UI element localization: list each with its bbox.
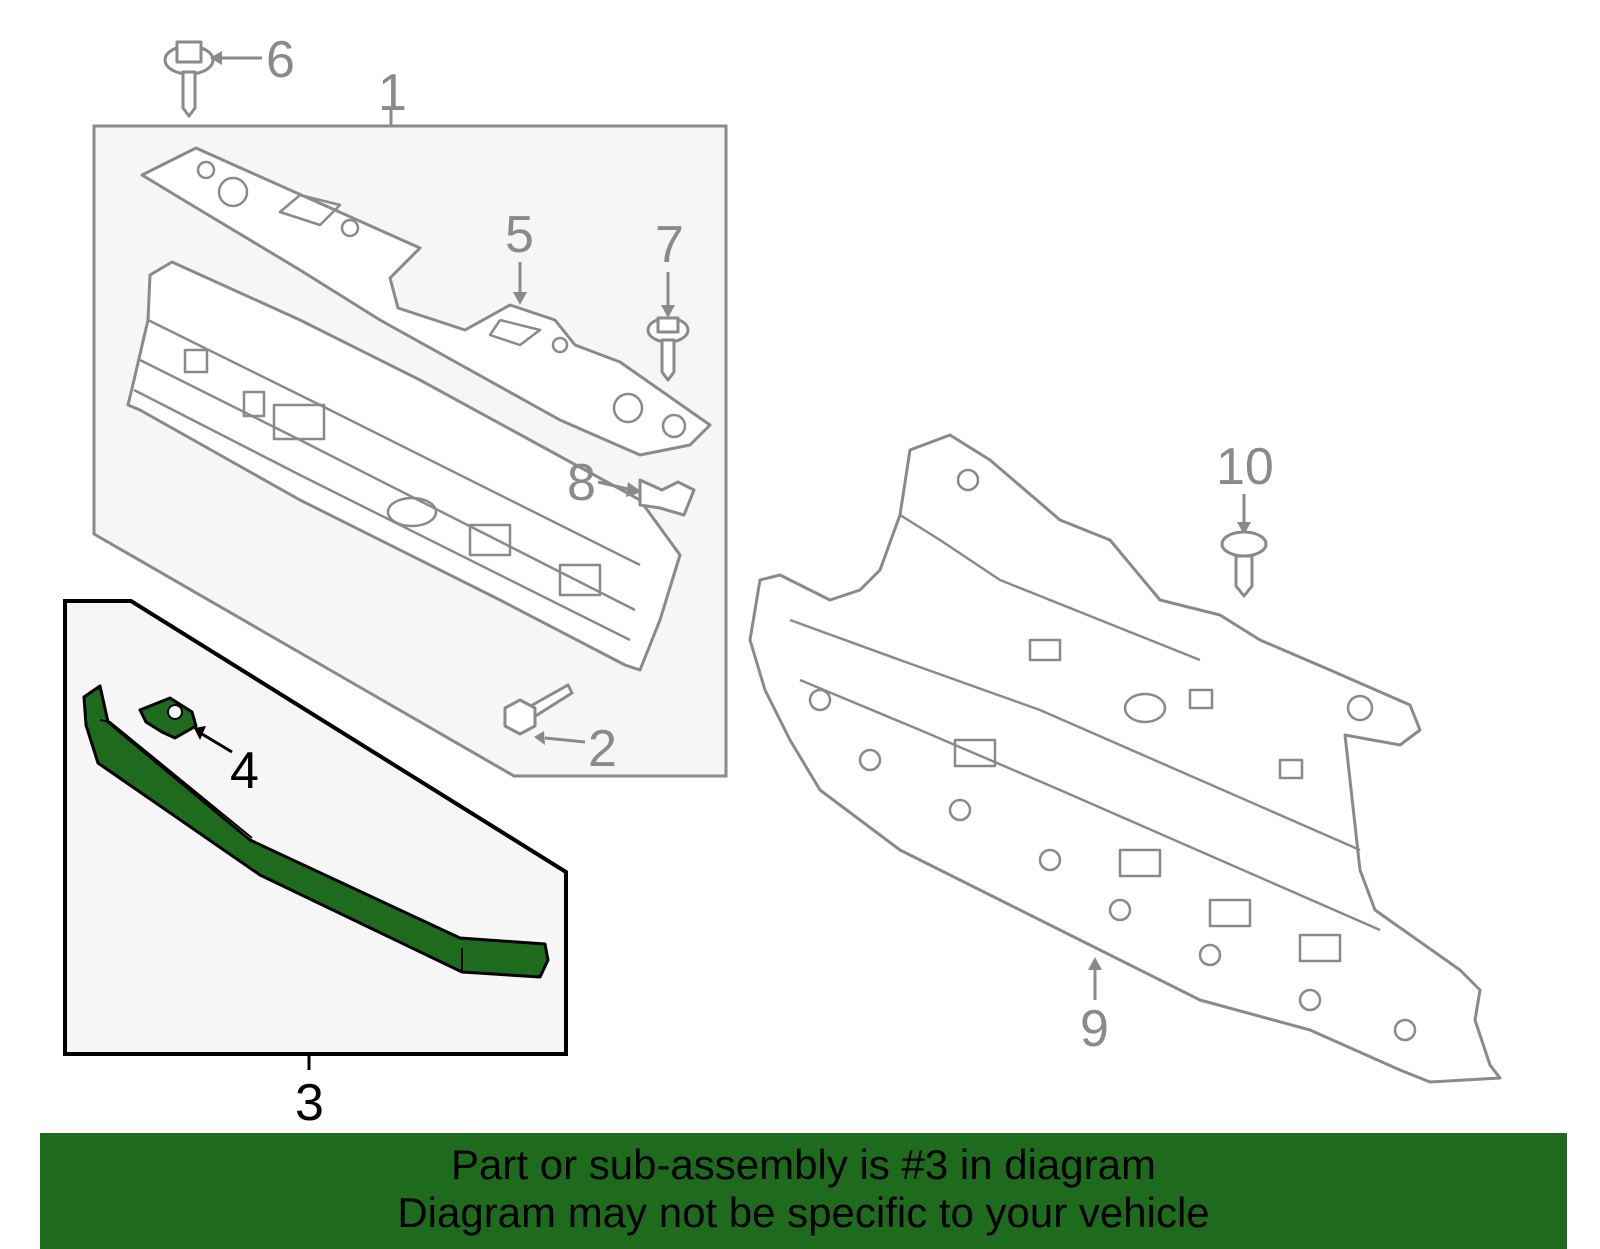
part-6-bolt [163, 40, 215, 118]
callout-2: 2 [588, 720, 617, 778]
callout-3: 3 [295, 1074, 324, 1132]
callout-4: 4 [230, 742, 259, 800]
callout-6: 6 [266, 31, 295, 89]
callout-7: 7 [655, 216, 684, 274]
callout-1: 1 [378, 64, 407, 122]
banner-line-1: Part or sub-assembly is #3 in diagram [451, 1141, 1156, 1188]
part-2-bolt [503, 683, 574, 736]
grille [126, 260, 682, 672]
callout-10: 10 [1216, 438, 1274, 496]
banner-line-2: Diagram may not be specific to your vehi… [397, 1189, 1210, 1236]
part-8-clip [638, 478, 696, 517]
part-3-molding [82, 684, 550, 979]
part-7-bolt [646, 316, 690, 382]
callout-9: 9 [1080, 1000, 1109, 1058]
part-4-clip [138, 696, 198, 740]
callout-5: 5 [505, 206, 534, 264]
callout-8: 8 [567, 454, 596, 512]
part-10-pin [1220, 530, 1268, 598]
part-5-cover-plate [140, 146, 712, 457]
part-9-absorber [748, 433, 1502, 1084]
info-banner: Part or sub-assembly is #3 in diagram Di… [40, 1133, 1567, 1249]
